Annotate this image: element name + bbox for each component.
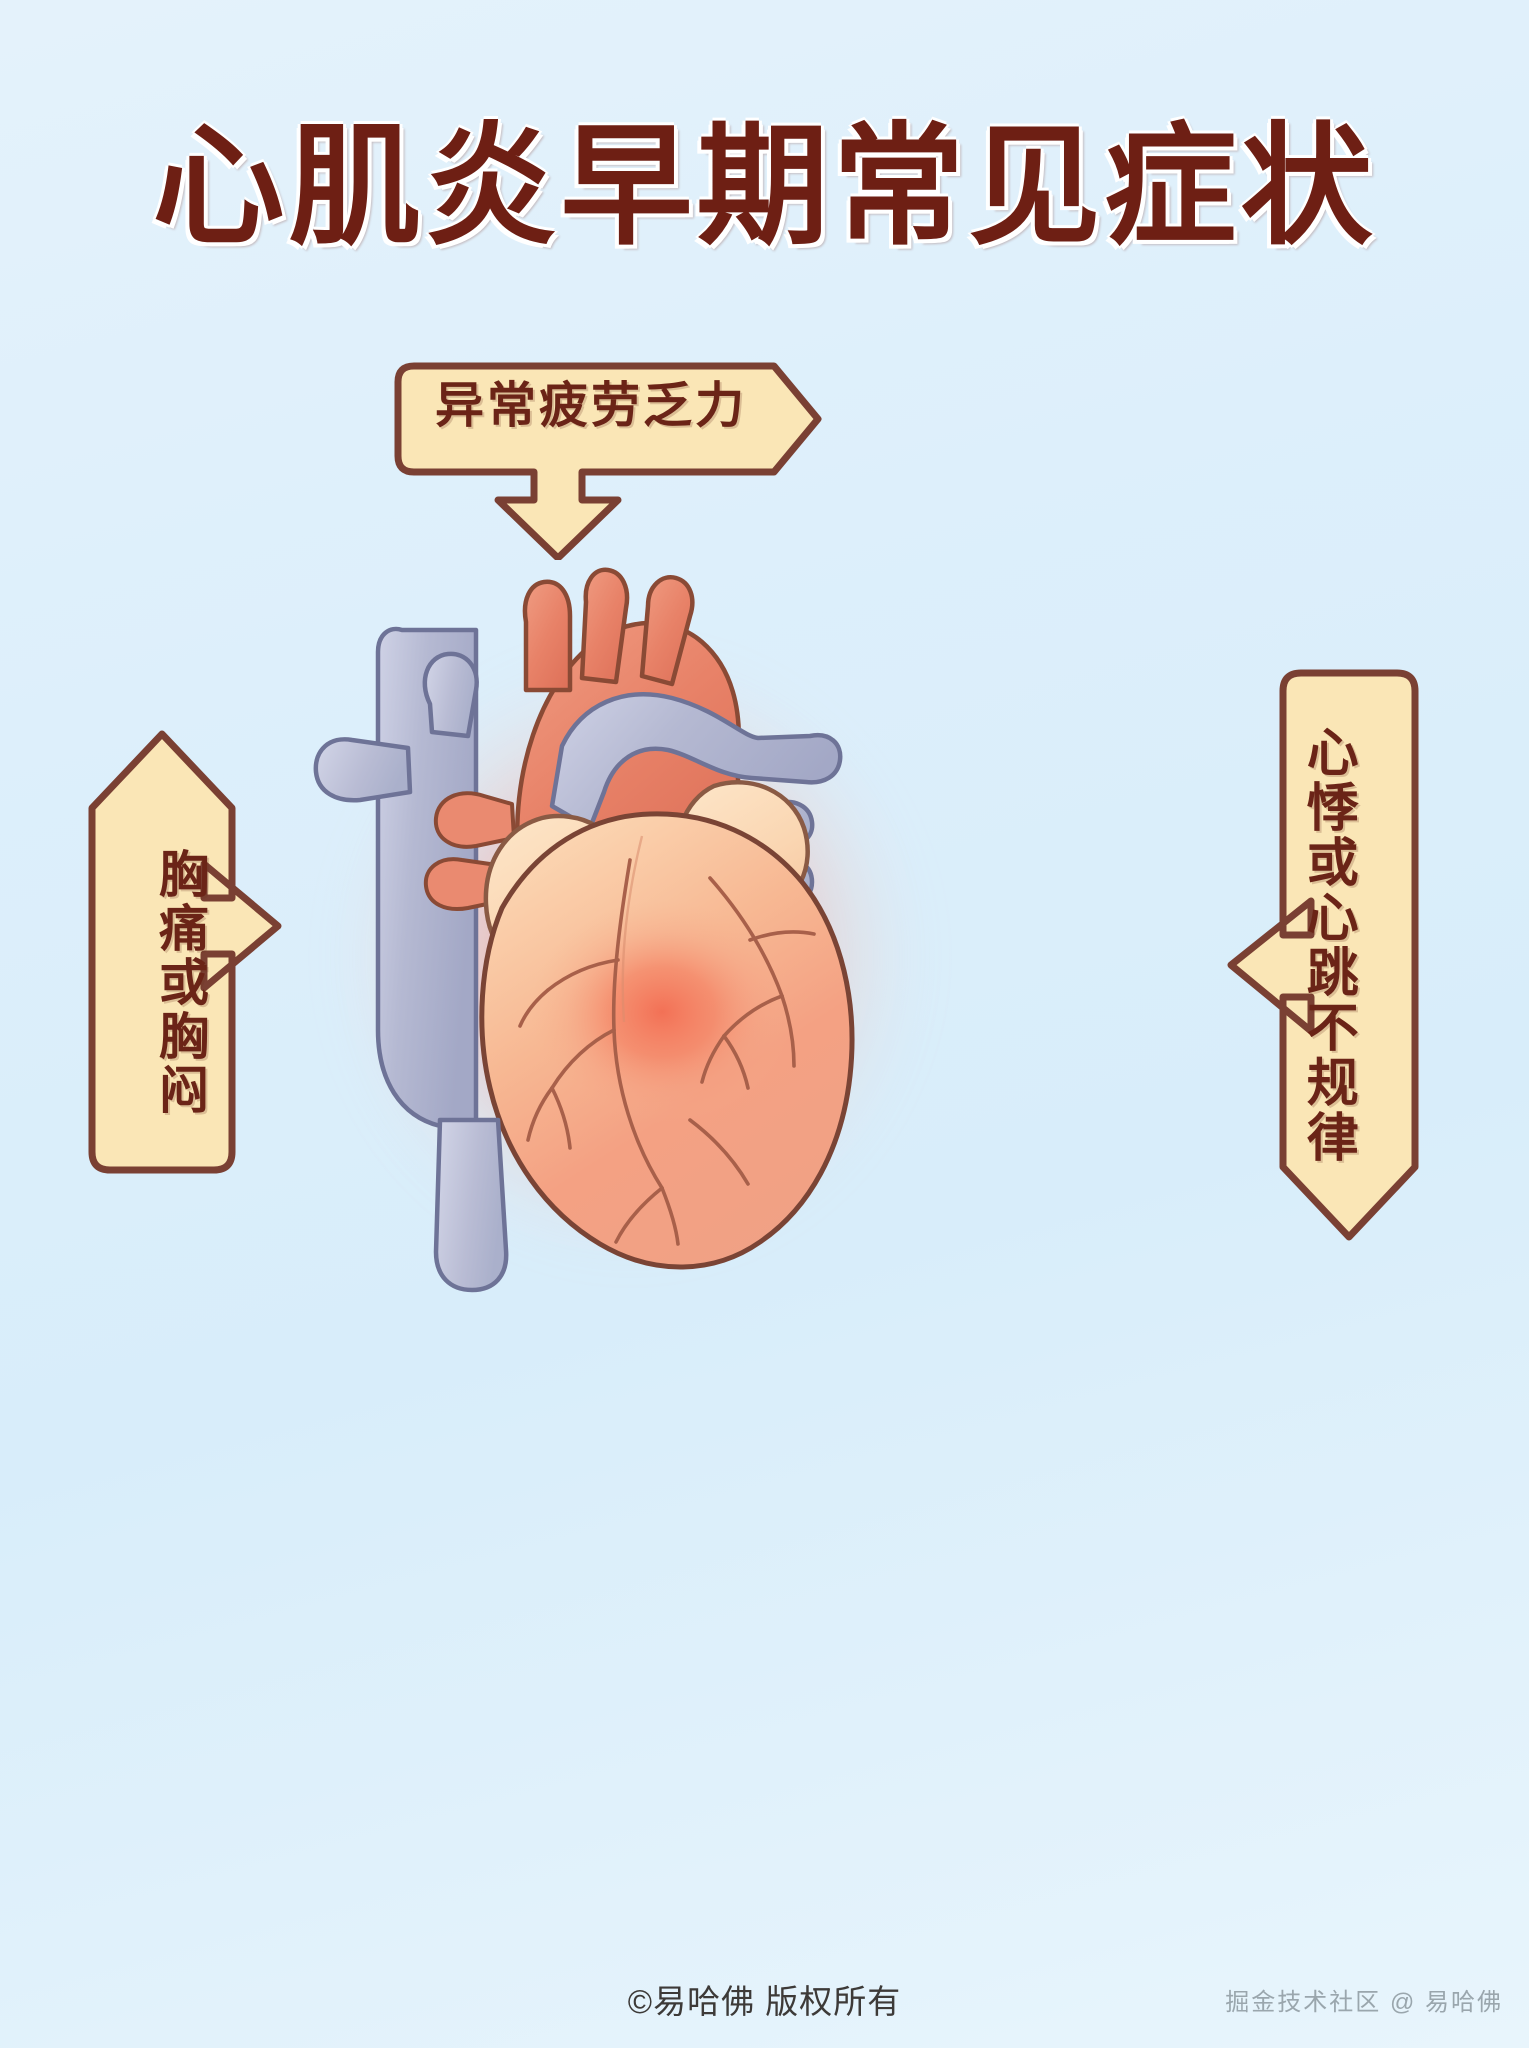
callout-palpitations-shape	[1227, 669, 1419, 1241]
callout-palpitations[interactable]: 心悸或心跳不规律	[1195, 665, 1425, 1265]
inferior-vena-cava	[433, 1117, 509, 1293]
source-watermark: 掘金技术社区 @ 易哈佛	[1225, 1989, 1503, 2016]
interventricular-groove	[621, 835, 644, 1023]
callout-chest-pain-shape	[88, 730, 282, 1174]
callout-fatigue-shape	[394, 362, 822, 560]
heart-anatomy-svg	[313, 567, 855, 1293]
copyright-notice: ©易哈佛 版权所有	[627, 1983, 902, 2020]
page-title: 心肌炎早期常见症状	[152, 113, 1377, 260]
heart-illustration	[260, 540, 1000, 1340]
callout-chest-pain[interactable]: 胸痛或胸闷	[82, 700, 292, 1200]
coronary-arteries	[518, 858, 816, 1246]
inflamed-region	[530, 900, 794, 1124]
callout-fatigue[interactable]: 异常疲劳乏力	[382, 360, 832, 560]
